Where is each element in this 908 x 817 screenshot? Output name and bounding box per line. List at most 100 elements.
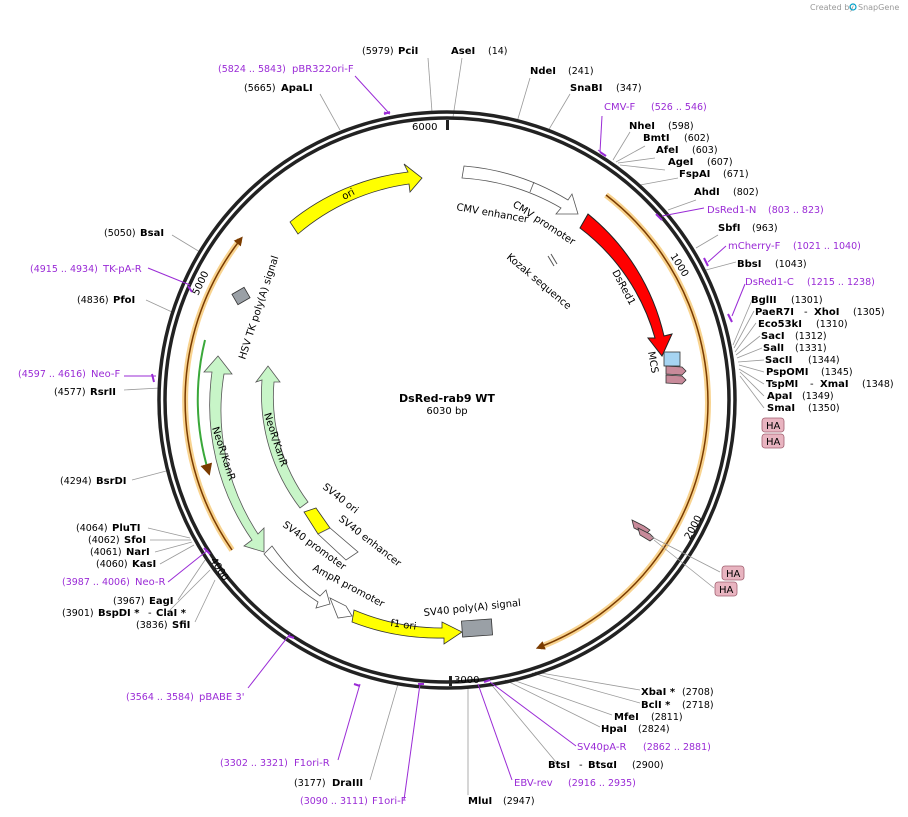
site-PspOMI[interactable]: PspOMI (1345) — [766, 367, 853, 378]
orf-right-arrow — [535, 194, 709, 650]
site-AseI[interactable]: AseI (14) — [451, 46, 508, 57]
svg-text:PfoI: PfoI — [113, 295, 135, 306]
label-sv40-ori: SV40 ori — [320, 482, 360, 517]
label-sv40-polya: SV40 poly(A) signal — [423, 598, 521, 619]
svg-text:KasI: KasI — [132, 559, 156, 570]
primer-F1ori-R[interactable]: (3302 .. 3321) F1ori-R — [220, 758, 330, 769]
svg-text:HA: HA — [726, 569, 741, 580]
site-KasI[interactable]: (4060) KasI — [96, 559, 156, 570]
site-BmtI[interactable]: BmtI (602) — [643, 133, 710, 144]
primer-Neo-F[interactable]: (4597 .. 4616) Neo-F — [18, 369, 121, 380]
primer-pBR322ori-F[interactable]: (5824 .. 5843) pBR322ori-F — [218, 64, 354, 75]
svg-text:SacII: SacII — [765, 355, 792, 366]
site-NdeI[interactable]: NdeI (241) — [530, 66, 594, 77]
svg-text:-: - — [579, 760, 583, 771]
site-PluTI[interactable]: (4064) PluTI — [76, 523, 140, 534]
primer-pBABE-3[interactable]: (3564 .. 3584) pBABE 3' — [126, 692, 245, 703]
site-SbfI[interactable]: SbfI (963) — [718, 223, 778, 234]
site-SacII[interactable]: SacII (1344) — [765, 355, 840, 366]
primer-connectors — [124, 75, 746, 801]
site-HpaI[interactable]: HpaI (2824) — [601, 724, 670, 735]
site-BspDI[interactable]: (3901) BspDI * - ClaI * — [62, 608, 187, 619]
backbone-outer — [157, 110, 737, 690]
svg-text:AseI: AseI — [451, 46, 475, 57]
svg-text:NheI: NheI — [629, 121, 655, 132]
site-NarI[interactable]: (4061) NarI — [90, 547, 150, 558]
site-ApaI[interactable]: ApaI (1349) — [767, 391, 834, 402]
site-SmaI[interactable]: SmaI (1350) — [767, 403, 840, 414]
site-DraIII[interactable]: (3177) DraIII — [294, 778, 363, 789]
site-AfeI[interactable]: AfeI (603) — [656, 145, 718, 156]
svg-text:(2916 .. 2935): (2916 .. 2935) — [568, 778, 636, 789]
site-BtsI[interactable]: BtsI - BtsαI (2900) — [548, 760, 664, 771]
site-PciI[interactable]: (5979) PciI — [362, 46, 418, 57]
tick-4000: 4000 — [207, 556, 230, 583]
svg-text:(1345): (1345) — [821, 367, 853, 378]
svg-text:(3302 .. 3321): (3302 .. 3321) — [220, 758, 288, 769]
svg-text:(2947): (2947) — [503, 796, 535, 807]
svg-text:SnaBI: SnaBI — [570, 83, 602, 94]
site-FspAI[interactable]: FspAI (671) — [679, 169, 749, 180]
site-Eco53kI[interactable]: Eco53kI (1310) — [758, 319, 848, 330]
svg-text:(1310): (1310) — [816, 319, 848, 330]
svg-text:(607): (607) — [707, 157, 733, 168]
svg-text:BsaI: BsaI — [140, 228, 164, 239]
primer-DsRed1-C[interactable]: DsRed1-C (1215 .. 1238) — [745, 277, 875, 288]
svg-text:PciI: PciI — [398, 46, 418, 57]
site-MfeI[interactable]: MfeI (2811) — [614, 712, 683, 723]
site-BbsI[interactable]: BbsI (1043) — [737, 259, 807, 270]
svg-text:(4836): (4836) — [77, 295, 109, 306]
svg-text:(4061): (4061) — [90, 547, 122, 558]
site-connectors — [123, 57, 765, 795]
site-SnaBI[interactable]: SnaBI (347) — [570, 83, 642, 94]
credit-brand: SnapGene — [858, 3, 899, 12]
svg-text:ApaLI: ApaLI — [281, 83, 313, 94]
site-RsrII[interactable]: (4577) RsrII — [54, 387, 116, 398]
primer-DsRed1-N[interactable]: DsRed1-N (803 .. 823) — [707, 205, 824, 216]
primer-F1ori-F[interactable]: (3090 .. 3111) F1ori-F — [300, 796, 407, 807]
svg-text:(3987 .. 4006): (3987 .. 4006) — [62, 577, 130, 588]
orf-green-arrow — [196, 339, 213, 476]
site-PaeR7I[interactable]: PaeR7I - XhoI (1305) — [755, 307, 885, 318]
feature-ha-arrow-3 — [631, 519, 651, 535]
svg-text:AfeI: AfeI — [656, 145, 679, 156]
svg-text:HA: HA — [766, 421, 781, 432]
site-BsaI[interactable]: (5050) BsaI — [104, 228, 164, 239]
site-BglII[interactable]: BglII (1301) — [751, 295, 823, 306]
site-PfoI[interactable]: (4836) PfoI — [77, 295, 135, 306]
svg-text:-: - — [148, 608, 152, 619]
site-ApaLI[interactable]: (5665) ApaLI — [244, 83, 313, 94]
primer-SV40pA-R[interactable]: SV40pA-R (2862 .. 2881) — [577, 742, 711, 753]
svg-text:(4062): (4062) — [88, 535, 120, 546]
site-XbaI[interactable]: XbaI * (2708) — [641, 687, 714, 698]
primer-EBV-rev[interactable]: EBV-rev (2916 .. 2935) — [514, 778, 636, 789]
site-SacI[interactable]: SacI (1312) — [761, 331, 827, 342]
primer-TK-pA-R[interactable]: (4915 .. 4934) TK-pA-R — [30, 264, 142, 275]
site-NheI[interactable]: NheI (598) — [629, 121, 694, 132]
site-BsrDI[interactable]: (4294) BsrDI — [60, 476, 127, 487]
svg-text:(2824): (2824) — [638, 724, 670, 735]
svg-text:SfiI: SfiI — [172, 620, 190, 631]
primer-Neo-R[interactable]: (3987 .. 4006) Neo-R — [62, 577, 166, 588]
site-AhdI[interactable]: AhdI (802) — [694, 187, 759, 198]
primer-CMV-F[interactable]: CMV-F (526 .. 546) — [604, 102, 707, 113]
svg-text:NarI: NarI — [126, 547, 150, 558]
site-SalI[interactable]: SalI (1331) — [763, 343, 827, 354]
site-AgeI[interactable]: AgeI (607) — [668, 157, 733, 168]
svg-text:AhdI: AhdI — [694, 187, 720, 198]
site-BclI[interactable]: BclI * (2718) — [641, 700, 714, 711]
svg-text:(3967): (3967) — [113, 596, 145, 607]
site-SfoI[interactable]: (4062) SfoI — [88, 535, 146, 546]
site-MluI[interactable]: MluI (2947) — [468, 796, 535, 807]
site-SfiI[interactable]: (3836) SfiI — [136, 620, 190, 631]
svg-text:(802): (802) — [733, 187, 759, 198]
origin-marker — [446, 120, 449, 130]
feature-neokan-inner — [254, 365, 309, 509]
feature-ha-arrow-1 — [665, 365, 687, 376]
svg-text:BbsI: BbsI — [737, 259, 761, 270]
svg-text:(2708): (2708) — [682, 687, 714, 698]
site-TspMI[interactable]: TspMI - XmaI (1348) — [766, 379, 894, 390]
primer-mCherry-F[interactable]: mCherry-F (1021 .. 1040) — [728, 241, 861, 252]
svg-text:(4294): (4294) — [60, 476, 92, 487]
site-EagI[interactable]: (3967) EagI — [113, 596, 173, 607]
